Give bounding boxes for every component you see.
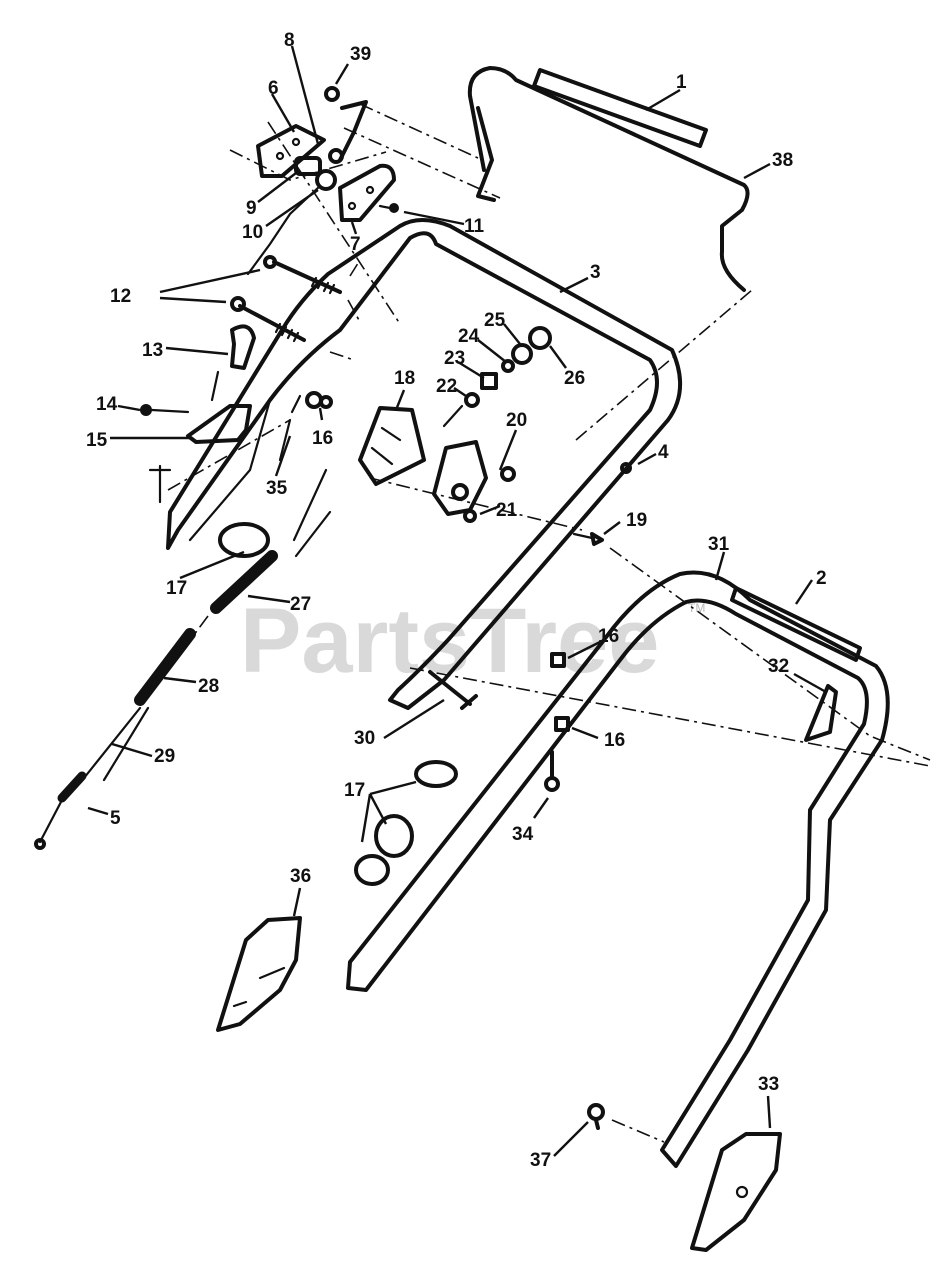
callout-25: 25: [484, 310, 506, 331]
part-5-cable-end: [34, 771, 87, 850]
part-3-upper-handle: [166, 218, 683, 710]
part-19-screw: [572, 532, 604, 546]
callout-6: 6: [268, 78, 279, 99]
callout-39: 39: [350, 44, 371, 65]
part-28-cable-housing: [134, 628, 196, 706]
part-37-pin: [587, 1103, 605, 1130]
part-32-knob: [804, 684, 838, 742]
part-15-bracket: [148, 370, 252, 504]
callout-30: 30: [354, 728, 375, 749]
callout-13: 13: [142, 340, 163, 361]
callout-24: 24: [458, 326, 480, 347]
callout-34: 34: [512, 824, 534, 845]
callout-29: 29: [154, 746, 175, 767]
part-20-plate: [432, 440, 516, 523]
part-4-screw: [620, 462, 632, 474]
callout-12: 12: [110, 286, 131, 307]
callout-10: 10: [242, 222, 263, 243]
callout-16-a: 16: [312, 428, 333, 449]
part-33-bracket: [690, 1132, 782, 1252]
watermark-trademark: TM: [688, 601, 705, 615]
part-17-clips-lower: [354, 760, 458, 886]
assembly-centerlines: [149, 103, 931, 1143]
callout-1: 1: [676, 72, 687, 93]
part-18-housing: [358, 406, 426, 486]
callout-19: 19: [626, 510, 647, 531]
callout-21: 21: [496, 500, 518, 521]
callout-35: 35: [266, 478, 288, 499]
callout-26: 26: [564, 368, 585, 389]
callout-32: 32: [768, 656, 789, 677]
part-14-screw: [140, 404, 190, 416]
callout-37: 37: [530, 1150, 551, 1171]
callout-17-b: 17: [344, 780, 365, 801]
part-22-26-axle-assembly: [442, 326, 552, 428]
callout-27: 27: [290, 594, 311, 615]
callout-18: 18: [394, 368, 415, 389]
callout-31: 31: [708, 534, 730, 555]
part-12-bolts: [230, 255, 342, 343]
callout-2: 2: [816, 568, 827, 589]
callout-8: 8: [284, 30, 295, 51]
callout-16-b: 16: [598, 626, 619, 647]
part-13-knob: [230, 324, 256, 370]
part-31-crossbar: [730, 586, 862, 662]
callout-33: 33: [758, 1074, 779, 1095]
callout-22: 22: [436, 376, 457, 397]
part-34-eyebolt: [544, 750, 560, 792]
callout-11: 11: [464, 216, 485, 237]
callout-38: 38: [772, 150, 793, 171]
callout-17-a: 17: [166, 578, 187, 599]
part-36-bracket: [216, 916, 302, 1032]
part-39-nut: [324, 86, 368, 162]
callout-16-c: 16: [604, 730, 625, 751]
callout-4: 4: [658, 442, 669, 463]
callout-14: 14: [96, 394, 118, 415]
callout-15: 15: [86, 430, 108, 451]
callout-20: 20: [506, 410, 527, 431]
part-29-cable: [82, 706, 150, 782]
leader-lines: [87, 45, 827, 1157]
callout-labels: 1 2 3 4 5 6 7 8 9 10 11 12 13 14 15 16 1…: [86, 30, 827, 1171]
part-35-pin: [278, 394, 302, 462]
callout-3: 3: [590, 262, 601, 283]
callout-5: 5: [110, 808, 121, 829]
part-7-cover: [338, 163, 396, 222]
part-38-control-bail: [467, 66, 750, 292]
part-1-grip: [532, 68, 708, 148]
part-11-screw: [378, 203, 399, 213]
callout-7: 7: [350, 234, 361, 255]
part-17-clip-upper: [218, 522, 270, 558]
part-16-nuts: [305, 391, 570, 732]
part-30-bolt: [428, 670, 478, 710]
callout-9: 9: [246, 198, 257, 219]
callout-36: 36: [290, 866, 311, 887]
callout-23: 23: [444, 348, 465, 369]
part-27-cable-housing: [210, 468, 332, 614]
callout-28: 28: [198, 676, 219, 697]
